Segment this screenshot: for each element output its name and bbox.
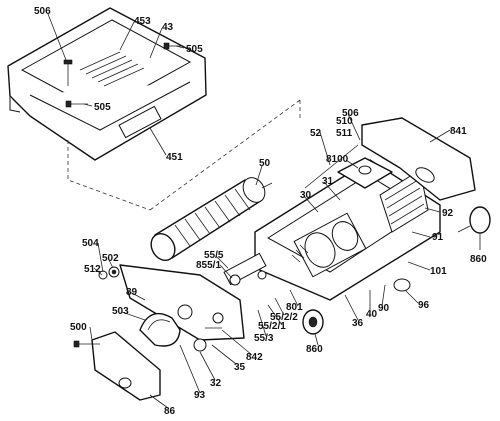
vent-slots xyxy=(79,51,145,87)
label-35: 35 xyxy=(234,362,246,373)
label-511: 511 xyxy=(336,128,353,139)
label-50: 50 xyxy=(259,158,271,169)
label-89: 89 xyxy=(126,287,138,298)
label-860-right: 860 xyxy=(470,254,487,265)
roller-50 xyxy=(150,177,273,262)
leader-lines xyxy=(47,13,481,409)
screw-500 xyxy=(73,340,100,348)
label-52: 52 xyxy=(310,128,322,139)
assembly-guide-lines xyxy=(67,99,301,211)
roller-ribs xyxy=(174,188,251,247)
label-32: 32 xyxy=(210,378,222,389)
wheel-860-bottom xyxy=(302,309,324,335)
wheel-96 xyxy=(393,278,411,292)
label-43: 43 xyxy=(162,22,174,33)
label-55-2-1: 55/2/1 xyxy=(258,321,286,332)
label-55-2-2: 55/2/2 xyxy=(270,312,298,323)
label-841: 841 xyxy=(450,126,467,137)
label-90: 90 xyxy=(378,303,390,314)
label-510: 510 xyxy=(336,116,353,127)
part-number-labels: 506 453 43 505 505 451 50 52 506 510 511… xyxy=(34,6,487,417)
pulley-32 xyxy=(193,338,207,352)
label-31: 31 xyxy=(322,176,334,187)
motor-block xyxy=(291,212,367,278)
label-101: 101 xyxy=(430,266,447,277)
label-503: 503 xyxy=(112,306,129,317)
label-855-1: 855/1 xyxy=(196,260,221,271)
label-502: 502 xyxy=(102,253,119,264)
drive-belt-503 xyxy=(139,312,181,347)
dust-cover-assembly xyxy=(7,7,207,161)
label-500: 500 xyxy=(70,322,87,333)
label-55-5: 55/5 xyxy=(204,250,224,261)
nut-washer-set xyxy=(98,266,120,280)
label-86: 86 xyxy=(164,406,176,417)
filter-panel xyxy=(379,169,429,233)
label-504: 504 xyxy=(82,238,99,249)
label-30: 30 xyxy=(300,190,312,201)
label-506-right: 506 xyxy=(342,108,359,119)
label-55-3: 55/3 xyxy=(254,333,274,344)
label-512: 512 xyxy=(84,264,101,275)
label-36: 36 xyxy=(352,318,364,329)
label-860-bottom: 860 xyxy=(306,344,323,355)
label-505-top: 505 xyxy=(186,44,203,55)
label-96: 96 xyxy=(418,300,430,311)
label-842: 842 xyxy=(246,352,263,363)
knob-860-right xyxy=(457,206,491,234)
top-plate-8100 xyxy=(337,157,393,189)
shaft-assembly-55 xyxy=(223,252,267,286)
screw-506-top xyxy=(63,59,73,86)
label-451: 451 xyxy=(166,152,183,163)
label-92: 92 xyxy=(442,208,454,219)
label-91: 91 xyxy=(432,232,444,243)
label-801: 801 xyxy=(286,302,303,313)
label-505-lower: 505 xyxy=(94,102,111,113)
belt-cover-86 xyxy=(91,331,161,401)
side-cover-841 xyxy=(361,117,476,201)
label-40: 40 xyxy=(366,309,378,320)
base-chassis xyxy=(254,159,441,301)
label-453: 453 xyxy=(134,16,151,27)
label-506-top: 506 xyxy=(34,6,51,17)
label-93: 93 xyxy=(194,390,206,401)
label-8100: 8100 xyxy=(326,154,349,165)
side-plate-89 xyxy=(119,264,245,341)
cover-label-plate xyxy=(118,105,162,139)
axle-rod-52 xyxy=(304,144,359,189)
screw-505-top xyxy=(163,42,182,50)
